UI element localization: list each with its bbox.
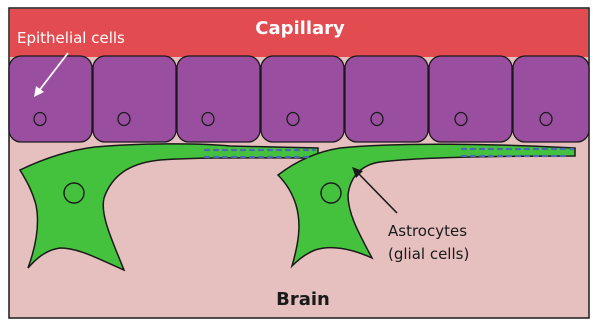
- epithelial-cell: [513, 56, 589, 142]
- epithelial-cell: [177, 56, 260, 142]
- epithelial-cell: [93, 56, 176, 142]
- epithelial-cell: [345, 56, 428, 142]
- epithelial-cell: [9, 56, 92, 142]
- epithelial-cells-label: Epithelial cells: [17, 29, 125, 47]
- epithelial-cell: [261, 56, 344, 142]
- glial-cells-label: (glial cells): [388, 245, 469, 263]
- astrocytes-label: Astrocytes: [388, 222, 467, 240]
- capillary-label: Capillary: [255, 18, 345, 39]
- epithelial-cell-row: [9, 56, 589, 142]
- epithelial-cell: [429, 56, 512, 142]
- brain-label: Brain: [276, 289, 330, 310]
